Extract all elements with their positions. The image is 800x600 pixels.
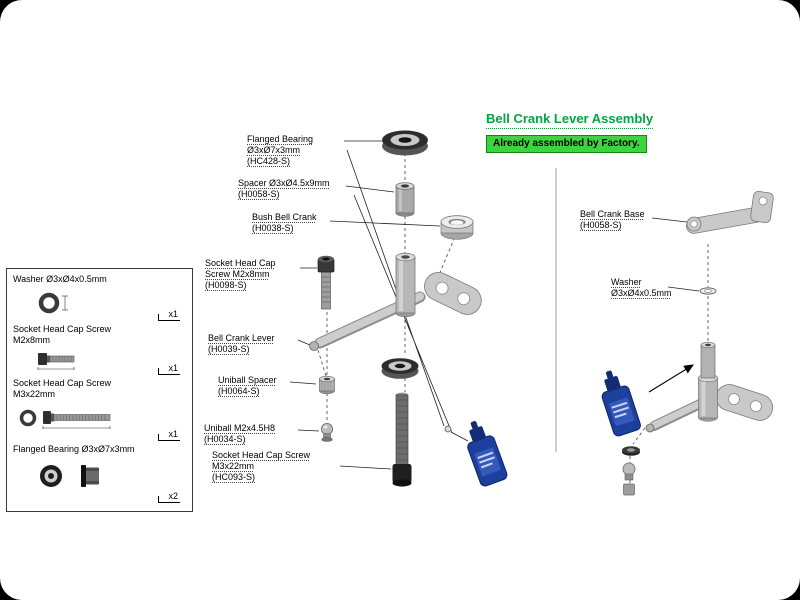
- screw-m3x22-part: [392, 392, 412, 487]
- washer-part: [699, 287, 717, 295]
- legend-item-qty: x2: [158, 491, 180, 503]
- washer-icon: [38, 292, 68, 314]
- uniball-spacer-part: [319, 375, 335, 395]
- legend-item-screw-m3x22: Socket Head Cap Screw M3x22mm x1: [13, 378, 186, 444]
- part-label-bell-crank-lever: Bell Crank Lever (H0039-S): [208, 333, 275, 354]
- leader-lines: [289, 140, 700, 470]
- part-label-washer: Washer Ø3xØ4x0.5mm: [611, 277, 672, 298]
- part-label-uniball-spacer: Uniball Spacer (H0064-S): [218, 375, 277, 396]
- threadlocker-arrow: [648, 364, 694, 393]
- part-label-screw-m2x8: Socket Head Cap Screw M2x8mm (H0098-S): [205, 258, 276, 290]
- link-ball: [444, 425, 452, 433]
- legend-item-label: Washer Ø3xØ4x0.5mm: [13, 274, 107, 284]
- factory-note: Already assembled by Factory.: [486, 135, 647, 153]
- screw-m2x8-icon: [37, 353, 75, 370]
- legend-item-flanged-bearing: Flanged Bearing Ø3xØ7x3mm x2: [13, 444, 186, 506]
- uniball-part: [320, 422, 333, 442]
- bush-bell-crank-part: [440, 215, 474, 240]
- part-label-bush-bell-crank: Bush Bell Crank (H0038-S): [252, 212, 317, 233]
- flanged-bearing-lower-part: [381, 358, 419, 379]
- bell-crank-base-part: [686, 191, 774, 234]
- screw-m3x22-icon: [19, 409, 111, 429]
- flanged-bearing-icon: [40, 465, 99, 487]
- part-label-flanged-bearing: Flanged Bearing Ø3xØ7x3mm (HC428-S): [247, 134, 314, 166]
- legend-item-label: Flanged Bearing Ø3xØ7x3mm: [13, 444, 135, 454]
- bell-crank-assembled-part: [645, 341, 774, 433]
- part-label-bell-crank-base: Bell Crank Base (H0058-S): [580, 209, 645, 230]
- lower-linkage-parts: [622, 446, 640, 496]
- parts-legend: Washer Ø3xØ4x0.5mm x1 Socket Head Cap Sc…: [6, 268, 193, 512]
- legend-item-label: Socket Head Cap Screw M2x8mm: [13, 324, 112, 345]
- legend-item-screw-m2x8: Socket Head Cap Screw M2x8mm x1: [13, 324, 186, 378]
- part-label-screw-m3x22: Socket Head Cap Screw M3x22mm (HC093-S): [212, 450, 311, 482]
- part-label-spacer: Spacer Ø3xØ4.5x9mm (H0058-S): [238, 178, 330, 199]
- spacer-part: [395, 182, 415, 217]
- legend-item-washer: Washer Ø3xØ4x0.5mm x1: [13, 274, 186, 324]
- part-label-uniball: Uniball M2x4.5H8 (H0034-S): [204, 423, 276, 444]
- legend-item-label: Socket Head Cap Screw M3x22mm: [13, 378, 112, 399]
- legend-item-qty: x1: [158, 429, 180, 441]
- flanged-bearing-top-part: [382, 130, 428, 156]
- bell-crank-lever-part: [309, 252, 482, 351]
- threadlocker-bottle-center: [459, 416, 509, 488]
- legend-item-qty: x1: [158, 309, 180, 321]
- screw-m2x8-part: [317, 255, 335, 310]
- threadlocker-bottle-right: [594, 366, 643, 438]
- page-title: Bell Crank Lever Assembly: [486, 111, 654, 129]
- legend-item-qty: x1: [158, 363, 180, 375]
